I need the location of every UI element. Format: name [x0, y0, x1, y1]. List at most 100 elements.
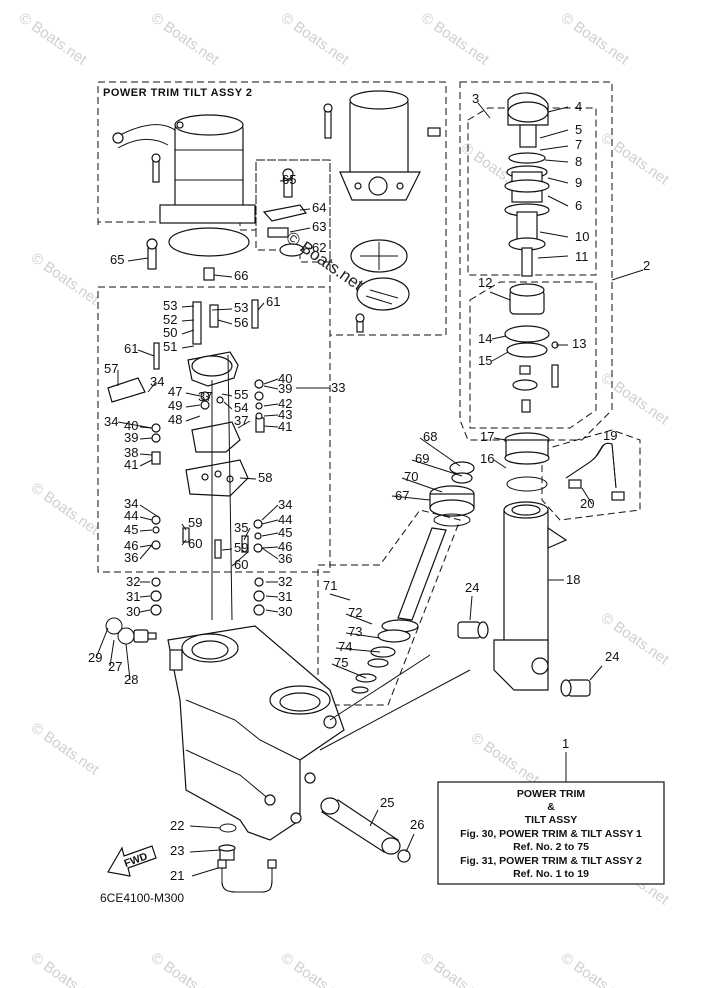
leader-line: [594, 444, 604, 459]
fwd-arrow-icon: FWD: [107, 845, 157, 877]
leader-line: [221, 548, 233, 551]
callout-15: 15: [478, 353, 492, 368]
leader-line: [493, 437, 507, 441]
callout-48: 48: [168, 412, 182, 427]
leader-line: [213, 274, 233, 278]
callout-65: 65: [110, 252, 124, 267]
leader-line: [139, 437, 153, 440]
leader-line: [263, 385, 279, 390]
callout-61: 61: [124, 341, 138, 356]
callout-33: 33: [331, 380, 345, 395]
watermark-text: © Boats.net: [418, 949, 493, 988]
watermark-text: © Boats.net: [28, 949, 103, 988]
assy2-group-box: POWER TRIM TILT ASSY 2: [97, 81, 447, 336]
valve-body-group: [107, 299, 265, 621]
leader-line: [539, 145, 569, 151]
callout-40: 40: [278, 371, 292, 386]
leader-line: [127, 257, 149, 262]
leader-line: [185, 404, 201, 408]
watermark-text: © Boats.net: [278, 9, 353, 68]
pipe-19: [565, 442, 625, 501]
callout-56: 56: [234, 315, 248, 330]
callout-75: 75: [334, 655, 348, 670]
leader-line: [263, 403, 279, 407]
manifold-body: [167, 625, 471, 841]
callout-74: 74: [338, 639, 352, 654]
cylinder-group-box-2: [459, 81, 613, 441]
callout-47: 47: [168, 384, 182, 399]
leader-line: [217, 319, 233, 325]
callout-34: 34: [124, 496, 138, 511]
callout-41: 41: [278, 419, 292, 434]
parts-62-65: [146, 168, 308, 281]
callout-49: 49: [168, 398, 182, 413]
callout-53: 53: [234, 300, 248, 315]
callout-27: 27: [108, 659, 122, 674]
leader-line: [589, 665, 603, 681]
callout-39: 39: [124, 430, 138, 445]
callout-73: 73: [348, 624, 362, 639]
leader-line: [261, 519, 279, 525]
callout-28: 28: [124, 672, 138, 687]
leader-line: [261, 546, 279, 549]
callout-60: 60: [188, 536, 202, 551]
callout-46: 46: [124, 538, 138, 553]
callout-69: 69: [415, 451, 429, 466]
callout-39: 39: [278, 381, 292, 396]
watermark-text: © Boats.net: [28, 719, 103, 778]
leader-line: [547, 106, 569, 113]
callout-46: 46: [278, 539, 292, 554]
leader-line: [237, 420, 251, 429]
watermark-text: © Boats.net: [148, 949, 223, 988]
callout-16: 16: [480, 451, 494, 466]
leader-line: [405, 833, 415, 853]
watermark-text: © Boats.net: [16, 9, 91, 68]
legend-ref-number: 1: [562, 736, 569, 751]
leader-line: [125, 643, 131, 681]
leader-line: [95, 627, 109, 659]
callout-55: 55: [234, 387, 248, 402]
callout-43: 43: [278, 407, 292, 422]
leader-line: [181, 329, 195, 335]
callout-31: 31: [126, 589, 140, 604]
callout-70: 70: [404, 469, 418, 484]
watermark-text: © Boats.net: [148, 9, 223, 68]
leader-line: [491, 335, 507, 340]
tilt-shaft-25: [320, 797, 411, 863]
leader-line: [181, 305, 195, 308]
leader-line: [261, 504, 279, 521]
leader-line: [539, 129, 569, 139]
callout-8: 8: [575, 154, 582, 169]
leader-line: [345, 632, 381, 639]
callout-45: 45: [278, 525, 292, 540]
callout-41: 41: [124, 457, 138, 472]
leader-line: [223, 401, 233, 410]
callout-34: 34: [104, 414, 118, 429]
leader-line: [181, 539, 187, 546]
leader-line: [544, 159, 569, 163]
callout-23: 23: [170, 843, 184, 858]
callout-52: 52: [163, 312, 177, 327]
leader-line: [581, 487, 593, 505]
callout-9: 9: [575, 175, 582, 190]
callout-60: 60: [234, 557, 248, 572]
callout-62: 62: [312, 240, 326, 255]
callout-53: 53: [163, 298, 177, 313]
callout-59: 59: [234, 540, 248, 555]
leader-line: [401, 477, 443, 493]
leader-line: [181, 345, 195, 349]
callout-38: 38: [124, 445, 138, 460]
leader-line: [189, 849, 221, 853]
watermark-text: © Boats.net: [558, 949, 633, 988]
legend-ref-2: Ref. No. 1 to 19: [513, 868, 589, 880]
leader-line: [139, 426, 153, 429]
leader-line: [263, 414, 279, 417]
callout-44: 44: [124, 508, 138, 523]
callout-26: 26: [410, 817, 424, 832]
callout-72: 72: [348, 605, 362, 620]
leader-line: [181, 319, 195, 322]
callout-32: 32: [126, 574, 140, 589]
leader-line: [189, 825, 221, 829]
watermark-text: © Boats.net: [598, 369, 673, 428]
callout-19: 19: [603, 428, 617, 443]
